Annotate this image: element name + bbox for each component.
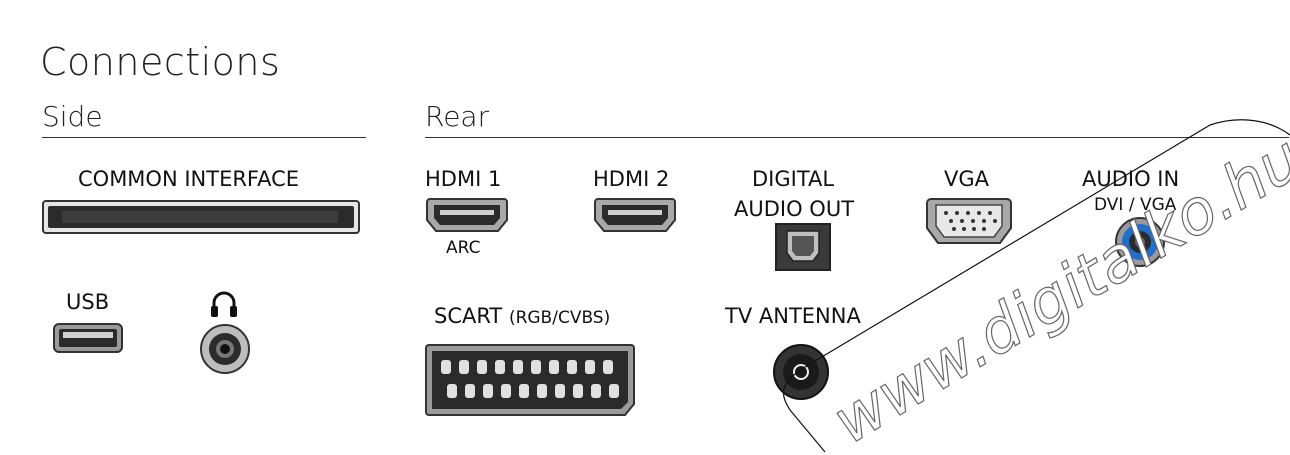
scart-pin bbox=[603, 360, 613, 374]
side-divider bbox=[42, 137, 366, 138]
scart-pin bbox=[567, 360, 577, 374]
scart-pin bbox=[519, 384, 529, 398]
usb-port-icon bbox=[53, 323, 123, 353]
scart-label-main: SCART bbox=[434, 304, 503, 328]
ci-slot-icon bbox=[42, 200, 360, 234]
scart-pin bbox=[591, 384, 601, 398]
hdmi1-label: HDMI 1 bbox=[425, 167, 502, 191]
scart-pin bbox=[573, 384, 583, 398]
page-title: Connections bbox=[40, 40, 281, 84]
hdmi1-arc-label: ARC bbox=[446, 238, 481, 258]
optical-port-icon bbox=[775, 223, 831, 271]
common-interface-label: COMMON INTERFACE bbox=[78, 167, 300, 191]
rear-divider bbox=[425, 137, 1289, 138]
scart-pin bbox=[441, 360, 451, 374]
headphone-jack-icon bbox=[199, 323, 251, 375]
scart-label-sub: (RGB/CVBS) bbox=[508, 308, 611, 328]
hdmi-port-icon bbox=[594, 198, 676, 232]
digital-audio-out-label-line2: AUDIO OUT bbox=[734, 197, 855, 221]
scart-pin bbox=[513, 360, 523, 374]
scart-pin bbox=[549, 360, 559, 374]
audio-in-label: AUDIO IN bbox=[1082, 167, 1180, 191]
hdmi2-label: HDMI 2 bbox=[593, 167, 670, 191]
scart-pin bbox=[537, 384, 547, 398]
scart-pin bbox=[531, 360, 541, 374]
vga-port-icon bbox=[926, 198, 1012, 244]
audio-jack-icon bbox=[1114, 216, 1166, 268]
hdmi-port-icon bbox=[426, 198, 508, 232]
scart-pin bbox=[585, 360, 595, 374]
scart-pin bbox=[447, 384, 457, 398]
watermark-text: www.digitalko.hu bbox=[820, 121, 1290, 455]
headphone-icon bbox=[209, 290, 239, 318]
vga-label: VGA bbox=[944, 167, 990, 191]
scart-pin bbox=[501, 384, 511, 398]
scart-pin bbox=[555, 384, 565, 398]
scart-pin bbox=[477, 360, 487, 374]
section-side-heading: Side bbox=[42, 100, 103, 133]
scart-label: SCART (RGB/CVBS) bbox=[434, 304, 610, 328]
scart-pin bbox=[483, 384, 493, 398]
scart-pin bbox=[495, 360, 505, 374]
section-rear-heading: Rear bbox=[425, 100, 490, 133]
scart-port-icon bbox=[425, 344, 635, 416]
scart-pin bbox=[465, 384, 475, 398]
digital-audio-out-label-line1: DIGITAL bbox=[752, 167, 835, 191]
usb-label: USB bbox=[66, 290, 110, 314]
tv-antenna-label: TV ANTENNA bbox=[725, 304, 861, 328]
scart-pin bbox=[459, 360, 469, 374]
audio-in-sub-label: DVI / VGA bbox=[1094, 195, 1177, 215]
scart-pin bbox=[609, 384, 619, 398]
antenna-port-icon bbox=[772, 343, 830, 401]
